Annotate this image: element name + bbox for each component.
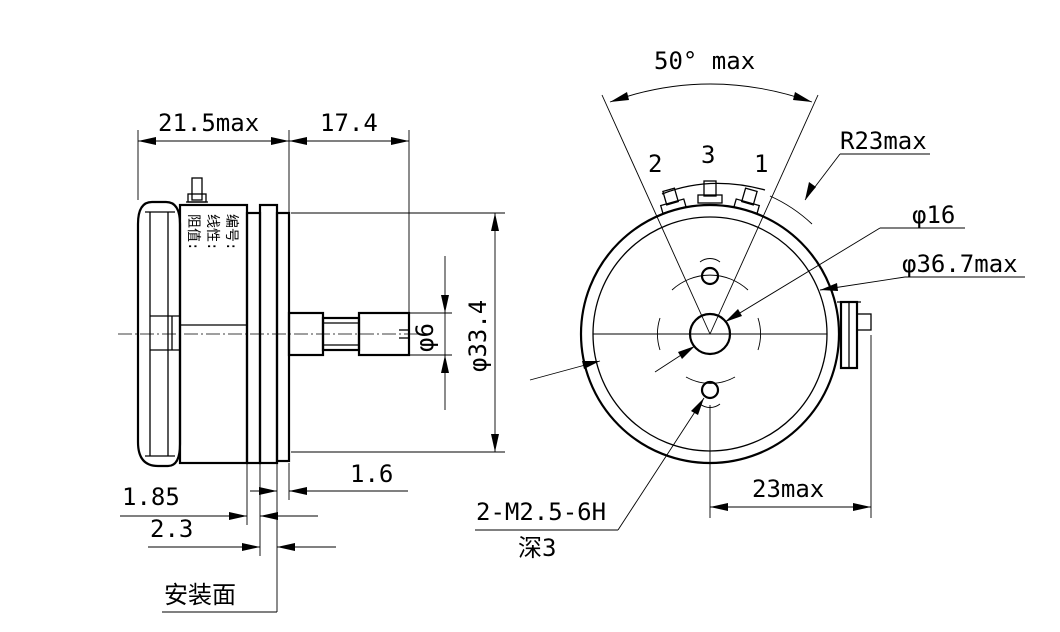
holes-callout: 2-M2.5-6H 深3 xyxy=(475,397,705,562)
dim-hub-dia-text: φ16 xyxy=(912,201,955,229)
flange-left xyxy=(245,211,262,465)
front-view: 2 3 1 50° max R23max xyxy=(475,47,1025,562)
label-plate: 阻值: 线性: 编号: xyxy=(185,214,239,250)
dim-radius-text: R23max xyxy=(840,127,927,155)
dim-body-dia: φ36.7max xyxy=(529,250,1025,381)
dim-shaft-length: 17.4 xyxy=(289,109,410,312)
label-serial: 编号: xyxy=(223,214,239,250)
holes-depth-text: 深3 xyxy=(518,534,556,562)
label-linearity: 线性: xyxy=(204,214,220,250)
mount-face-text: 安装面 xyxy=(164,581,236,609)
label-resistance: 阻值: xyxy=(185,214,201,250)
holes-spec-text: 2-M2.5-6H xyxy=(476,498,606,526)
dim-terminal-offset-text: 23max xyxy=(752,475,824,503)
dim-housing-dia-text: φ33.4 xyxy=(464,300,492,372)
dim-flange-1-6: 1.6 xyxy=(250,460,408,500)
side-lug xyxy=(837,300,872,370)
hub xyxy=(688,312,732,356)
dim-shaft-dia: φ6 xyxy=(409,256,452,410)
dim-shaft-length-text: 17.4 xyxy=(320,109,378,137)
dim-1-85: 1.85 xyxy=(120,463,318,556)
dim-body-dia-text: φ36.7max xyxy=(902,250,1018,278)
side-view: 阻值: 线性: 编号: xyxy=(118,109,505,613)
dim-body-length-text: 21.5max xyxy=(158,109,259,137)
mount-hole-top xyxy=(700,266,720,286)
dim-radius: R23max xyxy=(769,127,930,225)
dim-flange-1-6-text: 1.6 xyxy=(350,460,393,488)
flange-nut xyxy=(275,211,291,463)
mount-face-callout: 安装面 xyxy=(162,581,277,613)
dim-angle: 50° max xyxy=(601,47,819,335)
dim-body-length: 21.5max xyxy=(137,109,290,312)
dim-terminal-offset: 23max xyxy=(709,335,872,518)
rear-cap xyxy=(136,200,182,468)
dim-housing-dia: φ33.4 xyxy=(291,212,505,453)
terminal-3-label: 3 xyxy=(701,141,715,169)
mount-hole-bottom xyxy=(700,380,720,400)
terminal-2-label: 2 xyxy=(648,150,662,178)
dim-1-85-text: 1.85 xyxy=(122,483,180,511)
dim-angle-text: 50° max xyxy=(654,47,755,75)
terminal-1-label: 1 xyxy=(754,150,768,178)
dim-2-3: 2.3 xyxy=(148,500,336,612)
side-terminal xyxy=(186,177,208,203)
dim-shaft-dia-text: φ6 xyxy=(411,323,439,352)
terminals: 2 3 1 xyxy=(648,141,768,215)
dim-hub-dia: φ16 xyxy=(654,201,965,373)
dim-2-3-text: 2.3 xyxy=(150,515,193,543)
